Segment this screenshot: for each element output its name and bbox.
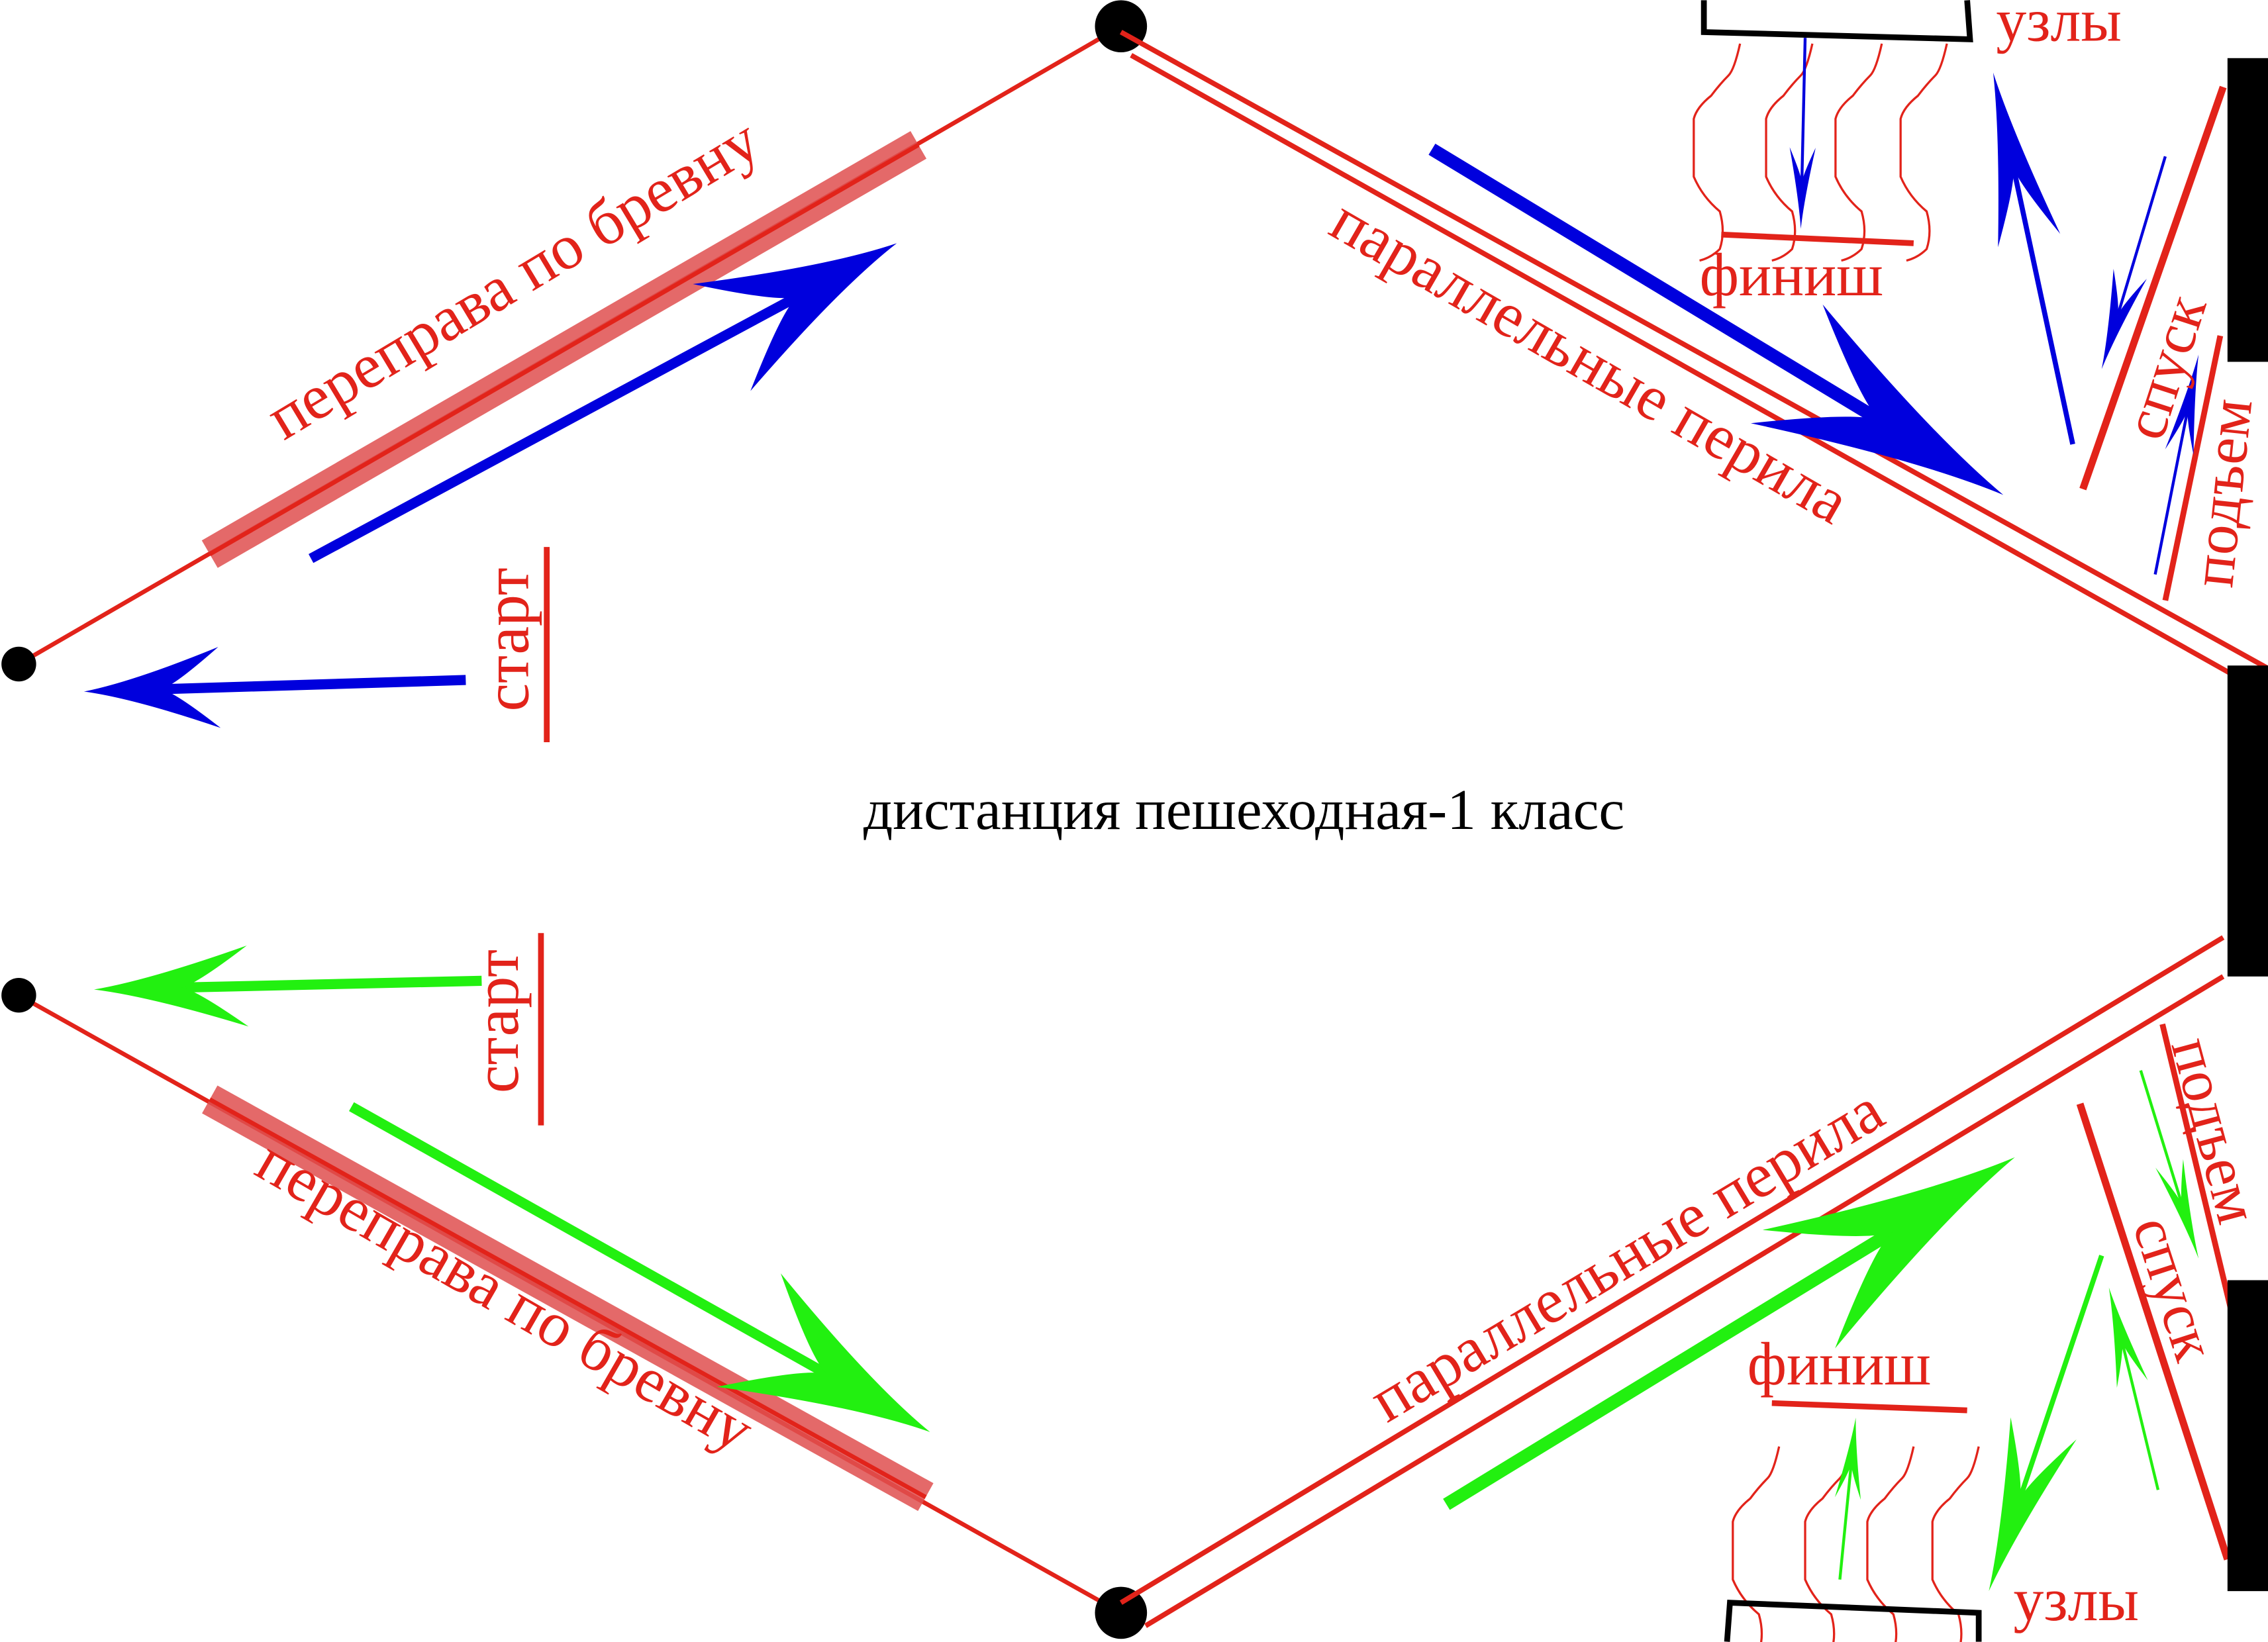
bottom-ascent-arrow-shaft <box>2139 1070 2184 1206</box>
bottom-knots-frame <box>1724 1600 1982 1642</box>
bottom-log-rope <box>209 1097 927 1500</box>
top-knot-rope-3 <box>1834 43 1883 262</box>
center-wall-bar <box>2227 665 2268 977</box>
bottom-knot-rope-3 <box>1866 1446 1915 1642</box>
bottom-peak-anchor-dot <box>1095 1586 1148 1639</box>
label-knots-bottom: узлы <box>2014 1566 2140 1633</box>
bottom-rail-upper <box>1119 935 2225 1605</box>
top-wall-bar <box>2227 58 2268 362</box>
label-finish-bottom: финиш <box>1748 1330 1931 1398</box>
bottom-left-anchor-dot <box>1 977 36 1013</box>
bottom-ascent-rope <box>2159 1023 2236 1320</box>
top-knots-arrow-head-icon <box>1993 72 2061 248</box>
label-start-bottom: старт <box>461 949 532 1093</box>
top-start-arrow-shaft <box>160 675 466 695</box>
top-descent-arrow-shaft <box>2116 156 2167 316</box>
bottom-knot-rope-1 <box>1732 1446 1781 1642</box>
bottom-start-arrow-head-icon <box>93 945 249 1027</box>
label-finish-top: финиш <box>1700 241 1883 309</box>
bottom-start-arrow-shaft <box>179 975 482 993</box>
bottom-log-arrow-head-icon <box>716 1273 930 1432</box>
bottom-descent-rope <box>2076 1102 2232 1561</box>
top-rails-arrow-shaft <box>1428 143 1886 428</box>
top-log-arrow-shaft <box>309 291 801 563</box>
top-rails-arrow-head-icon <box>1750 304 2004 495</box>
bottom-rails-arrow-head-icon <box>1762 1157 2015 1349</box>
bottom-rail-lower <box>1144 974 2225 1628</box>
top-rail-lower <box>1130 53 2268 697</box>
top-knots-frame <box>1701 0 1973 42</box>
top-knot-rope-4 <box>1899 43 1948 262</box>
bottom-descent-arrow-head-icon <box>2108 1287 2148 1388</box>
bottom-descent-arrow-shaft <box>2120 1341 2160 1490</box>
bottom-knots-arrow-head-icon <box>1989 1417 2077 1592</box>
bottom-finish-arrow-head-icon <box>1834 1418 1861 1500</box>
label-knots-top: узлы <box>1996 0 2122 54</box>
bottom-finish-arrow-shaft <box>1838 1463 1853 1580</box>
bottom-rails-arrow-shaft <box>1443 1226 1898 1510</box>
bottom-wall-bar <box>2227 1280 2268 1592</box>
top-finish-line <box>1721 231 1914 246</box>
top-descent-arrow-head-icon <box>2101 269 2147 369</box>
top-finish-arrow-shaft <box>1800 38 1807 183</box>
bottom-log-arrow-shaft <box>349 1102 832 1380</box>
top-log-arrow-head-icon <box>693 243 897 391</box>
top-descent-rope <box>2079 85 2227 491</box>
top-ascent-arrow-shaft <box>2153 409 2190 575</box>
top-log-rope <box>209 142 920 556</box>
bottom-ascent-arrow-head-icon <box>2155 1159 2199 1259</box>
top-ascent-rope <box>2162 335 2224 601</box>
top-knot-rope-1 <box>1693 43 1742 262</box>
top-left-anchor-dot <box>1 646 36 682</box>
bottom-knot-rope-4 <box>1931 1446 1980 1642</box>
diagram-title: дистанция пешеходная-1 класс <box>863 777 1624 842</box>
bottom-knot-rope-2 <box>1804 1446 1853 1642</box>
top-finish-arrow-head-icon <box>1789 147 1816 229</box>
top-rail-upper <box>1119 30 2268 671</box>
top-ascent-arrow-head-icon <box>2165 354 2199 456</box>
top-start-arrow-head-icon <box>83 647 221 728</box>
bottom-finish-line <box>1771 1400 1967 1414</box>
label-start-top: старт <box>471 567 542 711</box>
bottom-knots-arrow-shaft <box>2017 1255 2104 1501</box>
top-knot-rope-2 <box>1765 43 1814 262</box>
top-knots-arrow-shaft <box>2010 166 2075 445</box>
